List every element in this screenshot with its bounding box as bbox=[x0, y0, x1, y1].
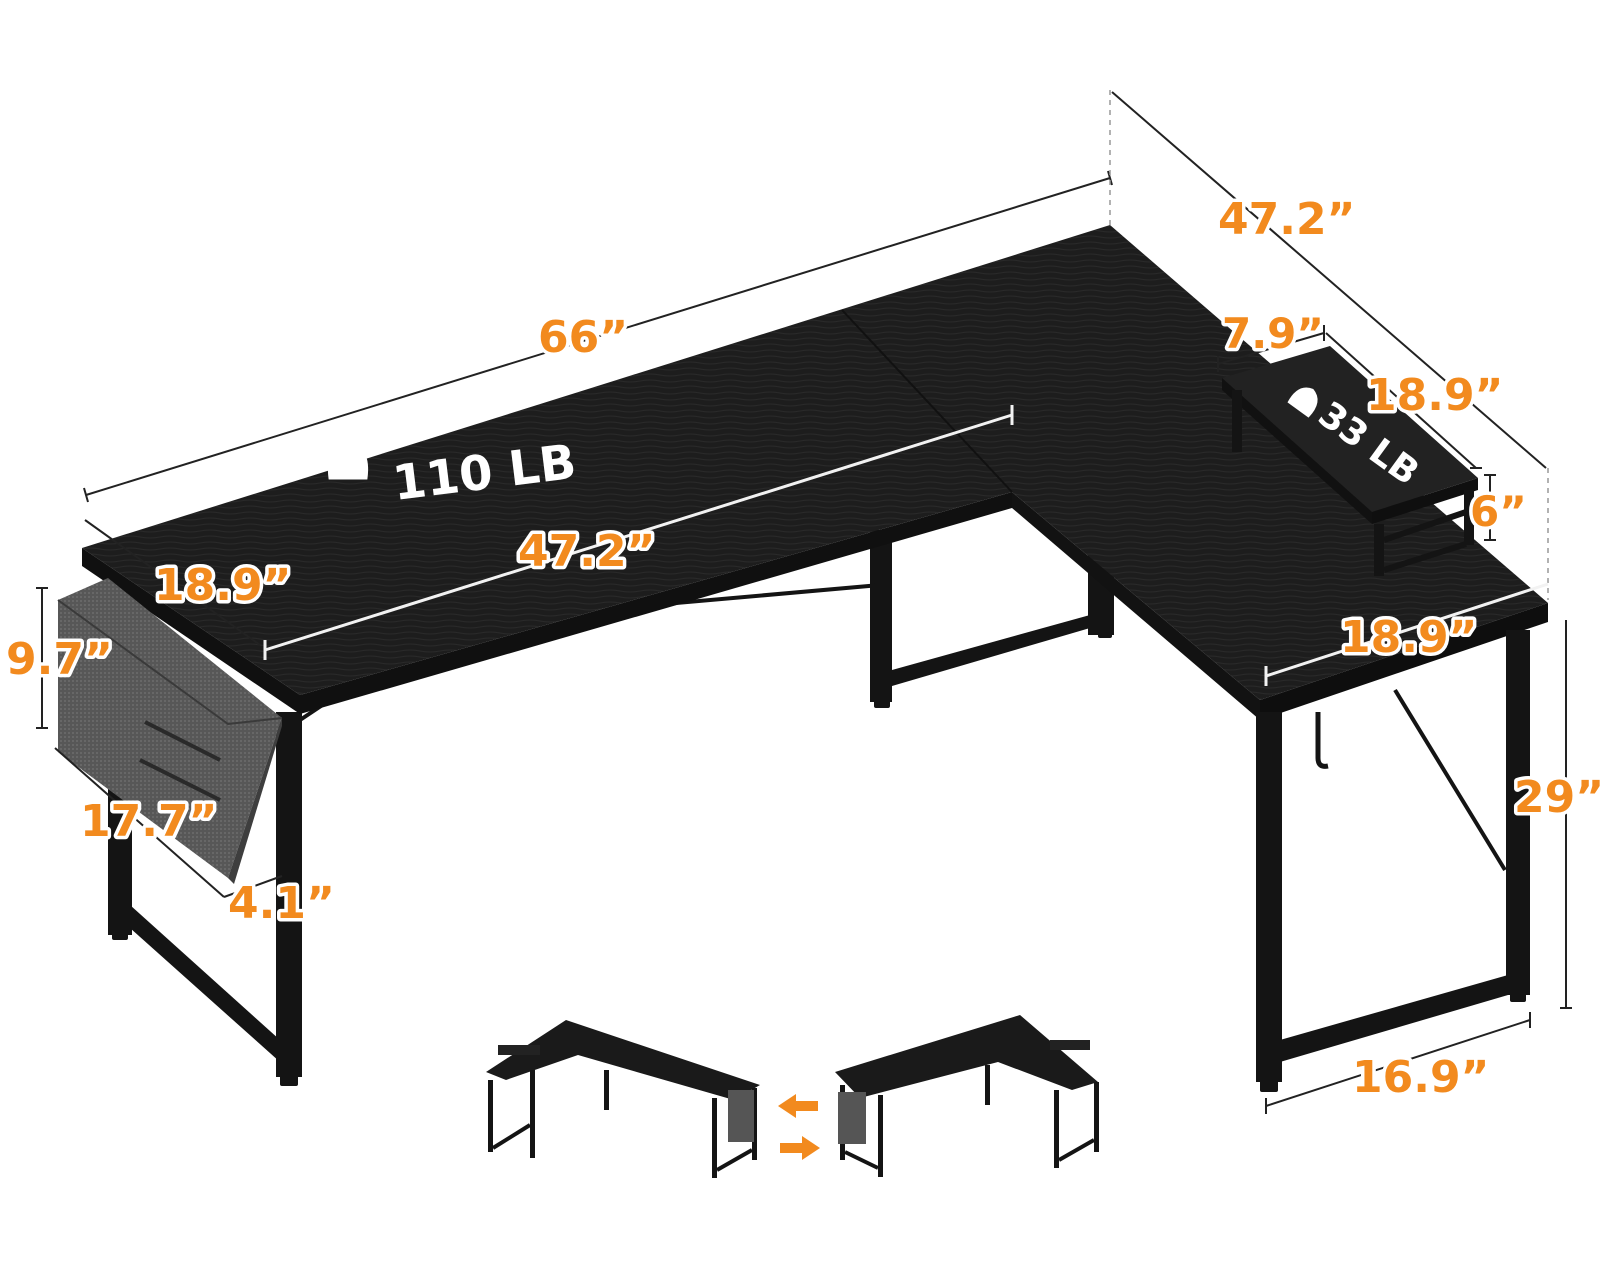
desktop-main bbox=[82, 225, 1548, 700]
l-shaped-desk bbox=[57, 225, 1548, 1092]
dim-return-length: 47.2” bbox=[1218, 194, 1355, 245]
headphone-hook bbox=[1315, 712, 1329, 769]
arrow-left-icon bbox=[778, 1094, 818, 1118]
weight-icon bbox=[327, 429, 369, 480]
dim-main-depth: 18.9” bbox=[154, 560, 291, 611]
desk-leg-left-front bbox=[276, 712, 302, 1077]
arrow-right-icon bbox=[780, 1136, 820, 1160]
dim-inner-length: 47.2” bbox=[518, 526, 655, 577]
dim-shelf-height: 6” bbox=[1470, 487, 1527, 536]
reversible-preview-left bbox=[486, 1020, 760, 1178]
dimension-lines bbox=[36, 90, 1572, 1114]
dim-bag-length: 17.7” bbox=[80, 796, 217, 847]
storage-bag bbox=[57, 578, 283, 884]
weight-icon bbox=[1287, 387, 1318, 418]
monitor-stand bbox=[1222, 346, 1478, 576]
desk-leg-return-front bbox=[1256, 712, 1282, 1082]
dim-bag-height: 9.7” bbox=[6, 634, 113, 685]
desk-leg-return-back bbox=[1506, 630, 1530, 995]
dim-leg-width: 16.9” bbox=[1352, 1052, 1489, 1103]
dim-desk-height: 29” bbox=[1514, 772, 1600, 823]
dim-bag-width: 4.1” bbox=[228, 878, 335, 929]
dim-shelf-length: 18.9” bbox=[1366, 370, 1503, 421]
dim-total-length: 66” bbox=[538, 312, 628, 363]
dim-return-depth: 18.9” bbox=[1340, 612, 1477, 663]
reversible-preview-right bbox=[835, 1015, 1099, 1177]
dim-shelf-depth: 7.9” bbox=[1222, 309, 1324, 358]
desk-leg-middle bbox=[870, 530, 892, 702]
